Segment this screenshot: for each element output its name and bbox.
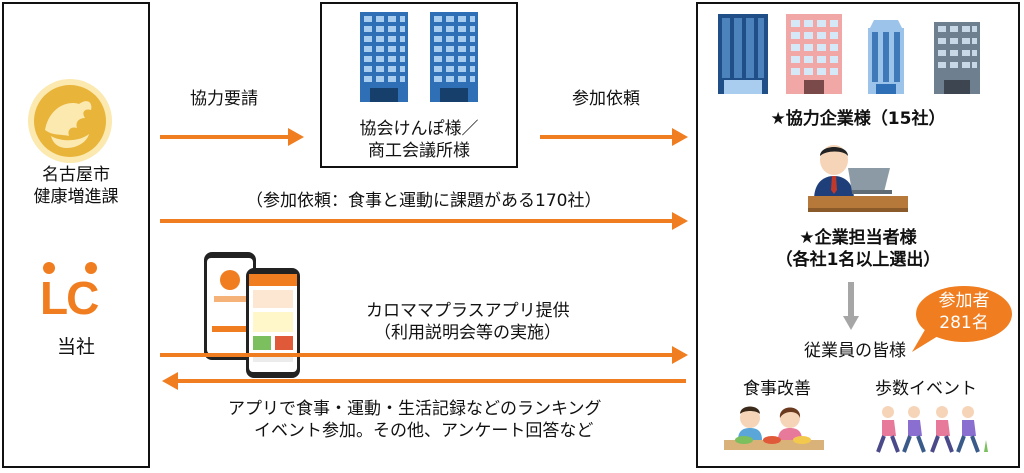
company-label: 当社	[56, 336, 95, 358]
request-participation-label: 参加依頼	[572, 89, 640, 109]
light-blue-building-icon	[868, 20, 904, 94]
logo-dot-left	[43, 262, 55, 274]
participants-speech-bubble	[912, 286, 1012, 352]
feedback-line1: アプリで食事・運動・生活記録などのランキング	[228, 399, 602, 419]
employees-label: 従業員の皆様	[804, 341, 906, 361]
nagoya-city-emblem-icon	[28, 79, 112, 163]
arrow-request-cooperation	[160, 128, 304, 146]
arrow-feedback	[162, 372, 686, 390]
logo-dot-right	[85, 262, 97, 274]
company-logo: LC	[40, 262, 110, 326]
direct-request-label: （参加依頼：食事と運動に課題がある170社）	[246, 191, 602, 211]
partner-companies: ★協力企業様（15社）	[770, 109, 946, 129]
diet-improvement-label: 食事改善	[743, 379, 811, 399]
feedback-line2: イベント参加。その他、アンケート回答など	[254, 421, 594, 441]
city-name-line1: 名古屋市	[42, 165, 110, 185]
association-line2: 商工会議所様	[368, 141, 470, 161]
contact-person-line1: ★企業担当者様	[799, 228, 917, 248]
building-icon	[360, 12, 408, 102]
dark-building-icon	[718, 14, 768, 94]
arrow-direct-request	[160, 212, 688, 230]
gray-building-icon	[934, 22, 980, 94]
down-arrow-icon	[843, 282, 859, 330]
contact-person-line2: （各社1名以上選出）	[775, 250, 941, 270]
eating-people-icon	[724, 406, 824, 450]
association-line1: 協会けんぽ様／	[359, 119, 479, 139]
app-provision-line1: カロママプラスアプリ提供	[366, 301, 570, 321]
step-event-label: 歩数イベント	[875, 379, 977, 399]
participants-line2: 281名	[939, 313, 989, 333]
arrow-request-participation	[540, 128, 688, 146]
participants-line1: 参加者	[938, 291, 990, 311]
pink-building-icon	[786, 14, 842, 94]
arrow-app-provision	[160, 346, 688, 364]
building-icon	[430, 12, 478, 102]
request-cooperation-label: 協力要請	[190, 89, 258, 109]
company-logo-text: LC	[40, 272, 99, 324]
smartphone-app-icon	[204, 252, 300, 378]
walking-people-icon	[876, 406, 988, 453]
city-name-line2: 健康増進課	[33, 187, 119, 207]
association-box	[320, 2, 518, 168]
office-worker-icon	[808, 145, 908, 212]
app-provision-line2: （利用説明会等の実施）	[374, 323, 561, 343]
left-panel	[2, 2, 150, 468]
